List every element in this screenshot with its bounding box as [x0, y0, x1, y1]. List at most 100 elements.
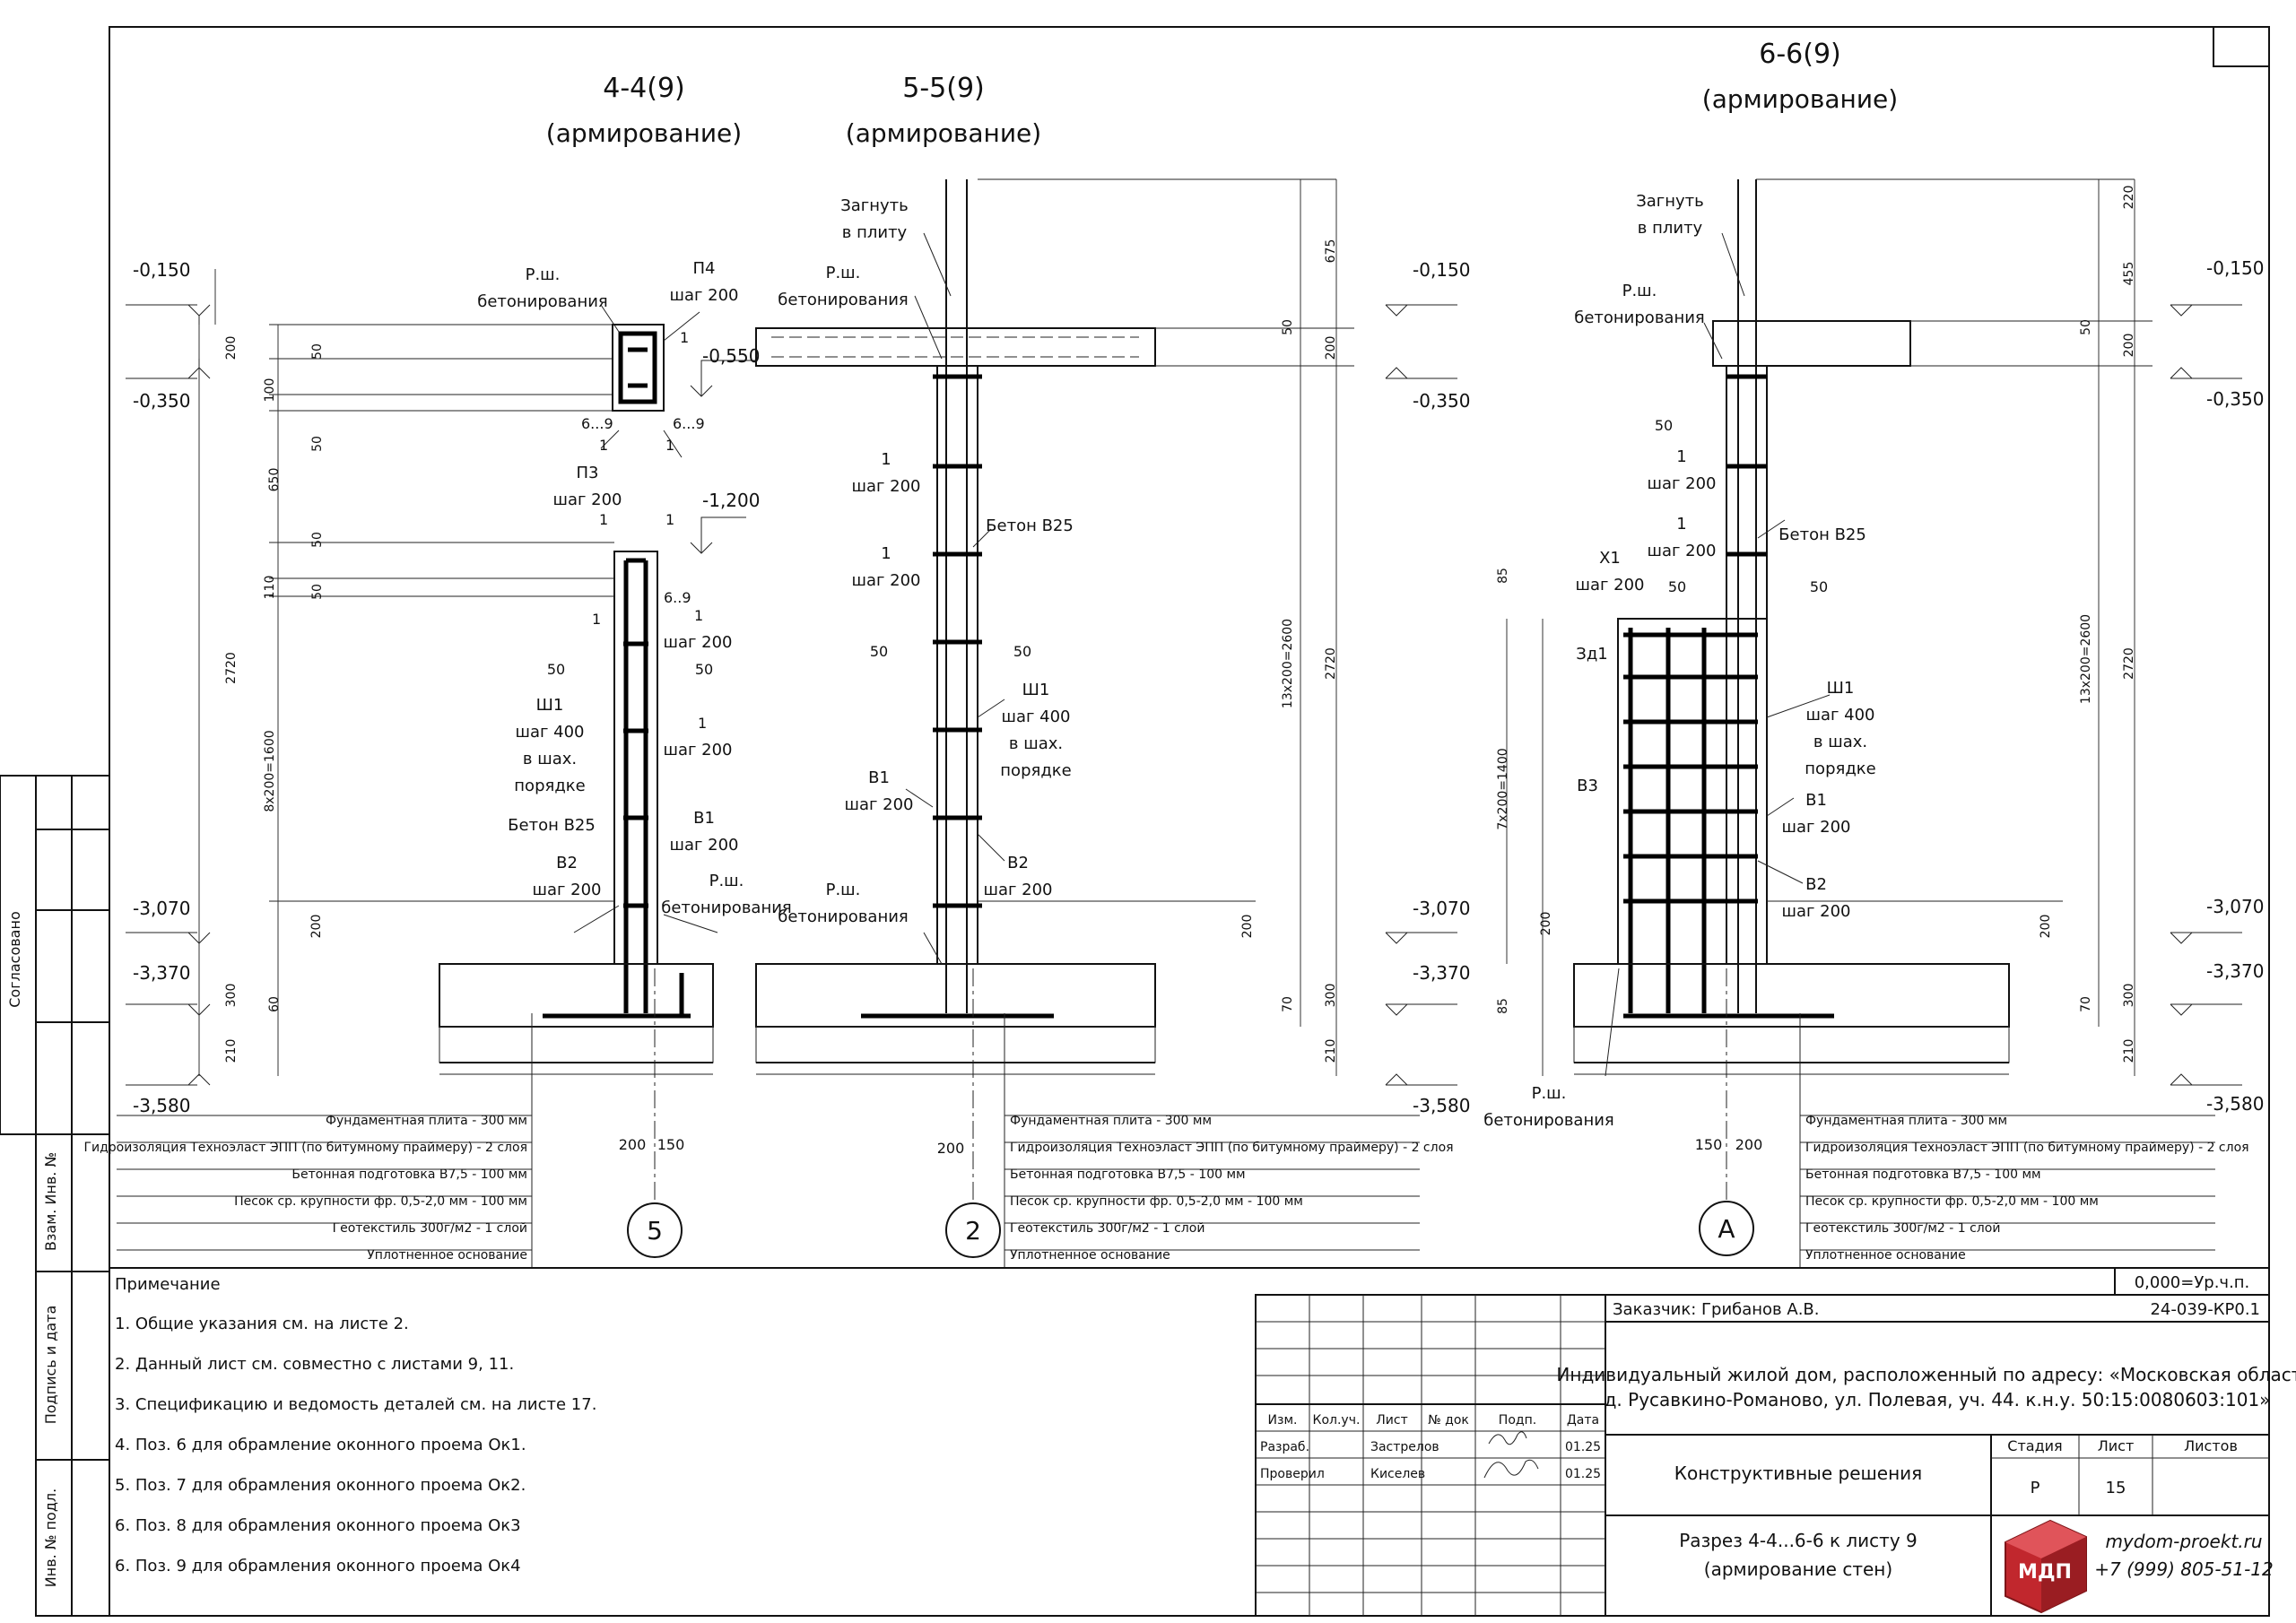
dim-text: 50	[695, 661, 713, 678]
dim-text: 200	[224, 336, 239, 360]
callout: шаг 400	[1805, 706, 1874, 725]
callout: 1	[1676, 515, 1686, 534]
axis-label-A: А	[1718, 1214, 1735, 1244]
dim-text: 13х200=2600	[2079, 614, 2093, 704]
name-developer: Застрелов	[1370, 1440, 1439, 1454]
layer-text: Уплотненное основание	[1805, 1248, 1966, 1263]
company-logo	[2005, 1519, 2087, 1614]
dim-text: 150	[657, 1136, 685, 1153]
dim-text: 455	[2122, 262, 2136, 286]
level-text: -3,070	[1413, 898, 1470, 919]
project-title-line2: д. Русавкино-Романово, ул. Полевая, уч. …	[1605, 1389, 2271, 1410]
website: mydom-proekt.ru	[2105, 1531, 2262, 1552]
drawing-title-line1: Разрез 4-4...6-6 к листу 9	[1679, 1530, 1918, 1551]
callout: 1	[592, 611, 601, 628]
section-6-6-subtitle: (армирование)	[1702, 84, 1898, 114]
callout: Х1	[1599, 549, 1621, 568]
dim-text: 200	[2122, 334, 2136, 358]
date-checker: 01.25	[1565, 1467, 1601, 1481]
note-item: 6. Поз. 8 для обрамления оконного проема…	[115, 1516, 521, 1535]
callout: шаг 200	[851, 571, 920, 590]
level-text: -0,550	[702, 345, 760, 367]
dim-text: 200	[1735, 1136, 1763, 1153]
col-header: Подп.	[1499, 1413, 1536, 1428]
dim-text: 300	[224, 984, 239, 1008]
callout: в шах.	[1009, 734, 1063, 753]
role-checker: Проверил	[1260, 1467, 1325, 1481]
dim-text: 7х200=1400	[1496, 748, 1510, 829]
level-text: -1,200	[702, 490, 760, 511]
sheets-header: Листов	[2184, 1437, 2238, 1454]
callout: шаг 200	[1647, 474, 1716, 493]
callout: бетонирования	[778, 291, 909, 309]
dim-text: 50	[1655, 417, 1673, 434]
callout: 1	[1676, 447, 1686, 466]
level-text: -3,370	[133, 962, 190, 984]
layer-text: Бетонная подготовка В7,5 - 100 мм	[1805, 1167, 2041, 1182]
dim-text: 50	[310, 436, 325, 452]
dim-text: 675	[1324, 239, 1338, 264]
callout: шаг 200	[1781, 902, 1850, 921]
callout: 1	[881, 450, 891, 469]
project-title-line1: Индивидуальный жилой дом, расположенный …	[1556, 1364, 2296, 1385]
callout: Ш1	[536, 696, 564, 715]
callout: 6...9	[673, 415, 705, 432]
axis-label-5: 5	[647, 1216, 663, 1245]
dim-text: 13х200=2600	[1281, 619, 1295, 708]
dim-text: 100	[263, 378, 277, 403]
dim-text: 50	[310, 532, 325, 548]
callout: шаг 200	[1575, 576, 1644, 595]
callout: 6...9	[581, 415, 613, 432]
callout: Загнуть	[840, 196, 909, 215]
layer-text: Геотекстиль 300г/м2 - 1 слой	[1805, 1221, 2000, 1236]
callout: Р.ш.	[826, 264, 861, 282]
drawing-title-line2: (армирование стен)	[1704, 1558, 1892, 1580]
dim-text: 200	[309, 915, 324, 939]
level-text: -3,580	[2206, 1093, 2264, 1115]
dim-text: 210	[1324, 1039, 1338, 1063]
dim-text: 200	[1240, 915, 1255, 939]
level-text: -3,070	[133, 898, 190, 919]
level-text: -0,150	[2206, 257, 2264, 279]
level-text: -3,370	[2206, 960, 2264, 982]
callout: шаг 400	[1001, 707, 1070, 726]
layer-text: Геотекстиль 300г/м2 - 1 слой	[333, 1221, 527, 1236]
dim-text: 50	[1281, 319, 1295, 335]
section-5-5	[755, 178, 1354, 1258]
side-label: Взам. Инв. №	[42, 1152, 59, 1251]
name-checker: Киселев	[1370, 1467, 1425, 1481]
callout: Р.ш.	[709, 872, 744, 890]
level-marks	[126, 304, 2242, 1086]
note-item: 5. Поз. 7 для обрамления оконного проема…	[115, 1476, 526, 1495]
callout: шаг 200	[663, 741, 732, 759]
callout: шаг 400	[515, 723, 584, 742]
dim-text: 300	[1324, 984, 1338, 1008]
callout: шаг 200	[983, 881, 1052, 899]
dim-text: 110	[263, 576, 277, 600]
level-text: -0,350	[1413, 390, 1470, 412]
col-header: Изм.	[1268, 1413, 1298, 1428]
level-text: -3,580	[1413, 1095, 1470, 1116]
callout: порядке	[514, 777, 585, 795]
stage-value: Р	[2031, 1479, 2040, 1497]
callout: бетонирования	[778, 907, 909, 926]
col-header: Дата	[1567, 1413, 1599, 1428]
note-item: 3. Спецификацию и ведомость деталей см. …	[115, 1395, 596, 1414]
callout: Загнуть	[1636, 192, 1704, 211]
col-header: № док	[1428, 1413, 1469, 1428]
dim-text: 60	[267, 996, 282, 1012]
callout: шаг 200	[552, 490, 622, 509]
axis-marker-5	[627, 1202, 683, 1258]
callout: шаг 200	[844, 795, 913, 814]
dim-text: 85	[1496, 998, 1510, 1014]
callout: Р.ш.	[1532, 1084, 1567, 1103]
callout: 1	[599, 437, 608, 454]
callout: шаг 200	[669, 286, 738, 305]
dim-text: 85	[1496, 568, 1510, 584]
dim-text: 2720	[224, 652, 239, 684]
callout: 1	[599, 511, 608, 528]
callout: В1	[1805, 791, 1827, 810]
section-6-6-title: 6-6(9)	[1759, 39, 1841, 70]
layer-text: Песок ср. крупности фр. 0,5-2,0 мм - 100…	[1010, 1194, 1303, 1209]
